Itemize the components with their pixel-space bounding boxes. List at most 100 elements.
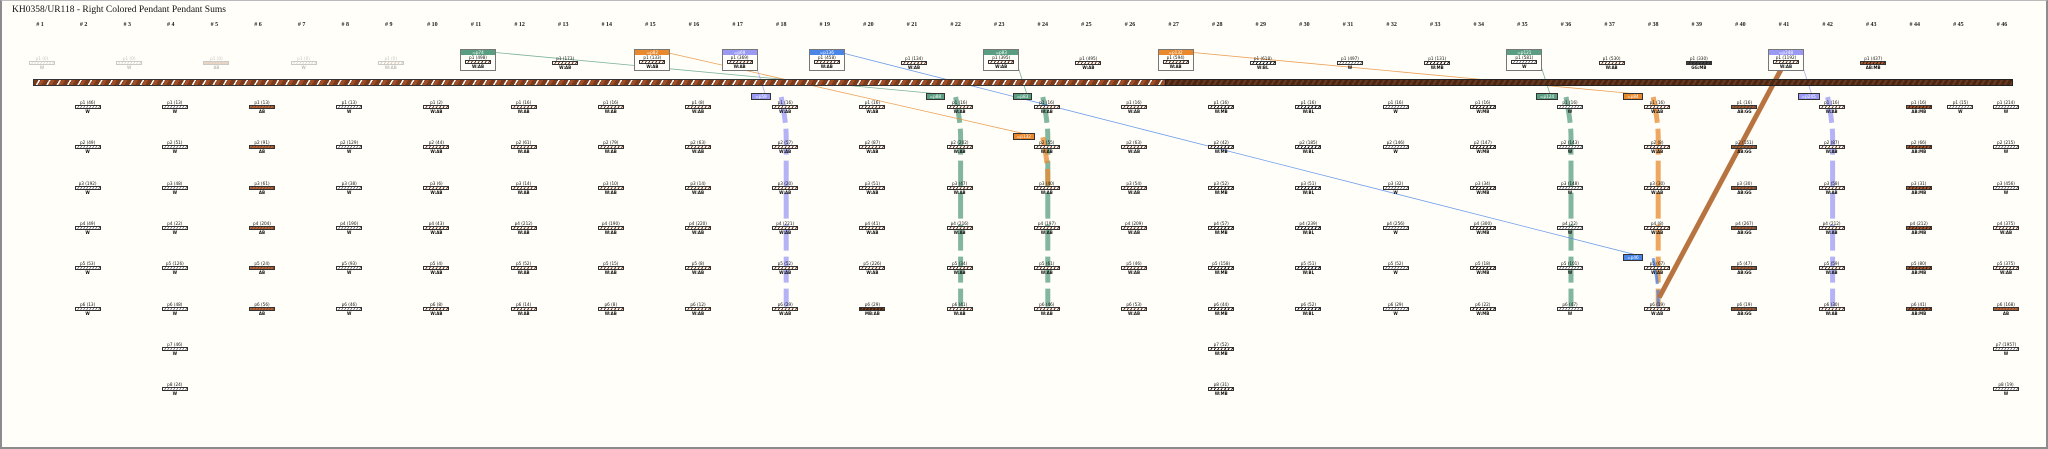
pendant-cord[interactable]: p4 (209)W:AB: [1117, 221, 1151, 235]
pendant-cord[interactable]: p1 (16)W:AB: [855, 100, 889, 114]
pendant-cord[interactable]: p1 (0)W: [25, 56, 59, 70]
pendant-cord[interactable]: p2 (185)W:BL: [1291, 140, 1325, 154]
pendant-cord[interactable]: p4 (22)W: [158, 221, 192, 235]
pendant-cord[interactable]: p3 (31)AB:MB: [1902, 181, 1936, 195]
pendant-cord[interactable]: p5 (8)W:AB: [681, 261, 715, 275]
pendant-cord[interactable]: p6 (12)W:AB: [681, 302, 715, 316]
pendant-cord[interactable]: p6 (46)W:AB: [1030, 302, 1064, 316]
pendant-cord[interactable]: p6 (44)W:MB: [1204, 302, 1238, 316]
pendant-cord[interactable]: p6 (168)AB: [1989, 302, 2023, 316]
pendant-cord[interactable]: p1 (131)W:MB: [1420, 56, 1454, 70]
pendant-cord[interactable]: p4 (267)AB:GG: [1727, 221, 1761, 235]
pendant-cord[interactable]: p5 (4)W:AB: [419, 261, 453, 275]
pendant-cord[interactable]: p5 (53)W: [71, 261, 105, 275]
pendant-cord[interactable]: p7 (46)W: [158, 342, 192, 356]
pendant-cord[interactable]: p4 (239)W:BL: [1291, 221, 1325, 235]
pendant-cord[interactable]: p5 (52)W:AB: [768, 261, 802, 275]
pendant-cord[interactable]: p7 (1957)W: [1989, 342, 2023, 356]
pendant-cord[interactable]: p6 (13)W: [71, 302, 105, 316]
pendant-cord[interactable]: p2 (215)W: [1989, 140, 2023, 154]
pendant-cord[interactable]: p2 (143)W: [1553, 140, 1587, 154]
pendant-cord[interactable]: p1 (13)AB: [245, 100, 279, 114]
pendant-cord[interactable]: p1 (8)W:AB: [681, 100, 715, 114]
pendant-cord[interactable]: p2 (63)W:AB: [681, 140, 715, 154]
pendant-cord[interactable]: p2 (66)AB:MB: [1902, 140, 1936, 154]
pendant-cord[interactable]: p4 (256)W: [1379, 221, 1413, 235]
pendant-cord[interactable]: p5 (52)W:AB: [507, 261, 541, 275]
pendant-cord[interactable]: p2 (57)W:AB: [768, 140, 802, 154]
pendant-cord[interactable]: p1 (618)W:BL: [1246, 56, 1280, 70]
pendant-cord[interactable]: p3 (52)W:MB: [1204, 181, 1238, 195]
pendant-cord[interactable]: p5 (47)AB:GG: [1727, 261, 1761, 275]
pendant-cord[interactable]: p6 (48)W: [158, 302, 192, 316]
pendant-cord[interactable]: p3 (47)W:AB: [943, 181, 977, 195]
pendant-cord[interactable]: p4 (212)W:AB: [507, 221, 541, 235]
pendant-cord[interactable]: p1 (13)W: [332, 100, 366, 114]
pendant-cord[interactable]: p8 (24)W: [158, 382, 192, 396]
pendant-cord[interactable]: p4 (49)W: [71, 221, 105, 235]
pendant-cord[interactable]: p1 (16)W:AB: [1815, 100, 1849, 114]
pendant-cord[interactable]: p1 (16)W:AB: [594, 100, 628, 114]
pendant-cord[interactable]: p3 (61)AB: [245, 181, 279, 195]
pendant-cord[interactable]: p2 (91)AB: [245, 140, 279, 154]
pendant-cord[interactable]: p7 (52)W:MB: [1204, 342, 1238, 356]
pendant-cord[interactable]: p6 (41)W:AB: [943, 302, 977, 316]
pendant-cord[interactable]: p5 (226)W:AB: [855, 261, 889, 275]
pendant-cord[interactable]: p1 (46)W: [71, 100, 105, 114]
pendant-cord[interactable]: p2 (87)W:AB: [855, 140, 889, 154]
pendant-cord[interactable]: p4 (375)W:AB: [1989, 221, 2023, 235]
pendant-cord[interactable]: p3 (54)W:AB: [1117, 181, 1151, 195]
pendant-cord[interactable]: p2 (49)W: [71, 140, 105, 154]
pendant-cord[interactable]: p4 (43)W:AB: [419, 221, 453, 235]
pendant-cord[interactable]: p2 (202)W:AB: [943, 140, 977, 154]
pendant-cord[interactable]: p2 (79)W:AB: [594, 140, 628, 154]
pendant-cord[interactable]: p5 (101)W: [1553, 261, 1587, 275]
pendant-cord[interactable]: p4 (8)W:AB: [1640, 221, 1674, 235]
pendant-cord[interactable]: p3 (20)W:AB: [768, 181, 802, 195]
pendant-cord[interactable]: p3 (51)W:BL: [1291, 181, 1325, 195]
pendant-cord[interactable]: p3 (10)W:AB: [594, 181, 628, 195]
pendant-cord[interactable]: p2 (51)W: [158, 140, 192, 154]
pendant-cord[interactable]: p4 (212)W:AB: [1815, 221, 1849, 235]
pendant-cord[interactable]: p5 (93)W: [332, 261, 366, 275]
pendant-cord[interactable]: p3 (48)W: [158, 181, 192, 195]
pendant-cord[interactable]: p3 (14)W:AB: [507, 181, 541, 195]
pendant-cord[interactable]: p1 (330)GG:MB: [1682, 56, 1716, 70]
pendant-cord[interactable]: p6 (53)W:AB: [1117, 302, 1151, 316]
pendant-cord[interactable]: p1 (16)W:MB: [1204, 100, 1238, 114]
pendant-cord[interactable]: p6 (47)W: [1553, 302, 1587, 316]
pendant-cord[interactable]: p2 (44)W:AB: [419, 140, 453, 154]
pendant-cord[interactable]: p6 (14)W:AB: [507, 302, 541, 316]
pendant-cord[interactable]: p1 (497)W: [1333, 56, 1367, 70]
pendant-cord[interactable]: p6 (29)W: [1379, 302, 1413, 316]
pendant-cord[interactable]: p2 (146)W: [1379, 140, 1413, 154]
pendant-cord[interactable]: p2 (61)W:AB: [507, 140, 541, 154]
pendant-cord[interactable]: p1 (13)W: [158, 100, 192, 114]
pendant-cord[interactable]: p5 (375)W:AB: [1989, 261, 2023, 275]
pendant-cord[interactable]: p3 (58)W:AB: [1815, 181, 1849, 195]
pendant-cord[interactable]: p4 (300)W:MB: [1466, 221, 1500, 235]
pendant-cord[interactable]: p6 (29)MB:AB: [855, 302, 889, 316]
pendant-cord[interactable]: p5 (59)W:AB: [1815, 261, 1849, 275]
pendant-cord[interactable]: p5 (15)W:AB: [594, 261, 628, 275]
pendant-cord[interactable]: p1 (2)W:AB: [419, 100, 453, 114]
pendant-cord[interactable]: p4 (190)W:AB: [594, 221, 628, 235]
pendant-cord[interactable]: p3 (40)W:AB: [1030, 181, 1064, 195]
pendant-cord[interactable]: p3 (30)AB:GG: [1727, 181, 1761, 195]
pendant-cord[interactable]: p8 (31)W:MB: [1204, 382, 1238, 396]
pendant-cord[interactable]: p1 (16)W: [1553, 100, 1587, 114]
pendant-cord[interactable]: p6 (8)W:AB: [594, 302, 628, 316]
pendant-cord[interactable]: p8 (19)W: [1989, 382, 2023, 396]
pendant-cord[interactable]: p2 (42)W:MB: [1204, 140, 1238, 154]
pendant-cord[interactable]: p2 (8)W:AB: [1640, 140, 1674, 154]
pendant-cord[interactable]: p1 (0)AB: [199, 56, 233, 70]
pendant-cord[interactable]: p1 (214)W: [1989, 100, 2023, 114]
pendant-cord[interactable]: p1 (0)W: [112, 56, 146, 70]
pendant-cord[interactable]: p3 (38)W: [332, 181, 366, 195]
pendant-cord[interactable]: p5 (126)W: [158, 261, 192, 275]
pendant-cord[interactable]: p3 (456)W: [1989, 181, 2023, 195]
